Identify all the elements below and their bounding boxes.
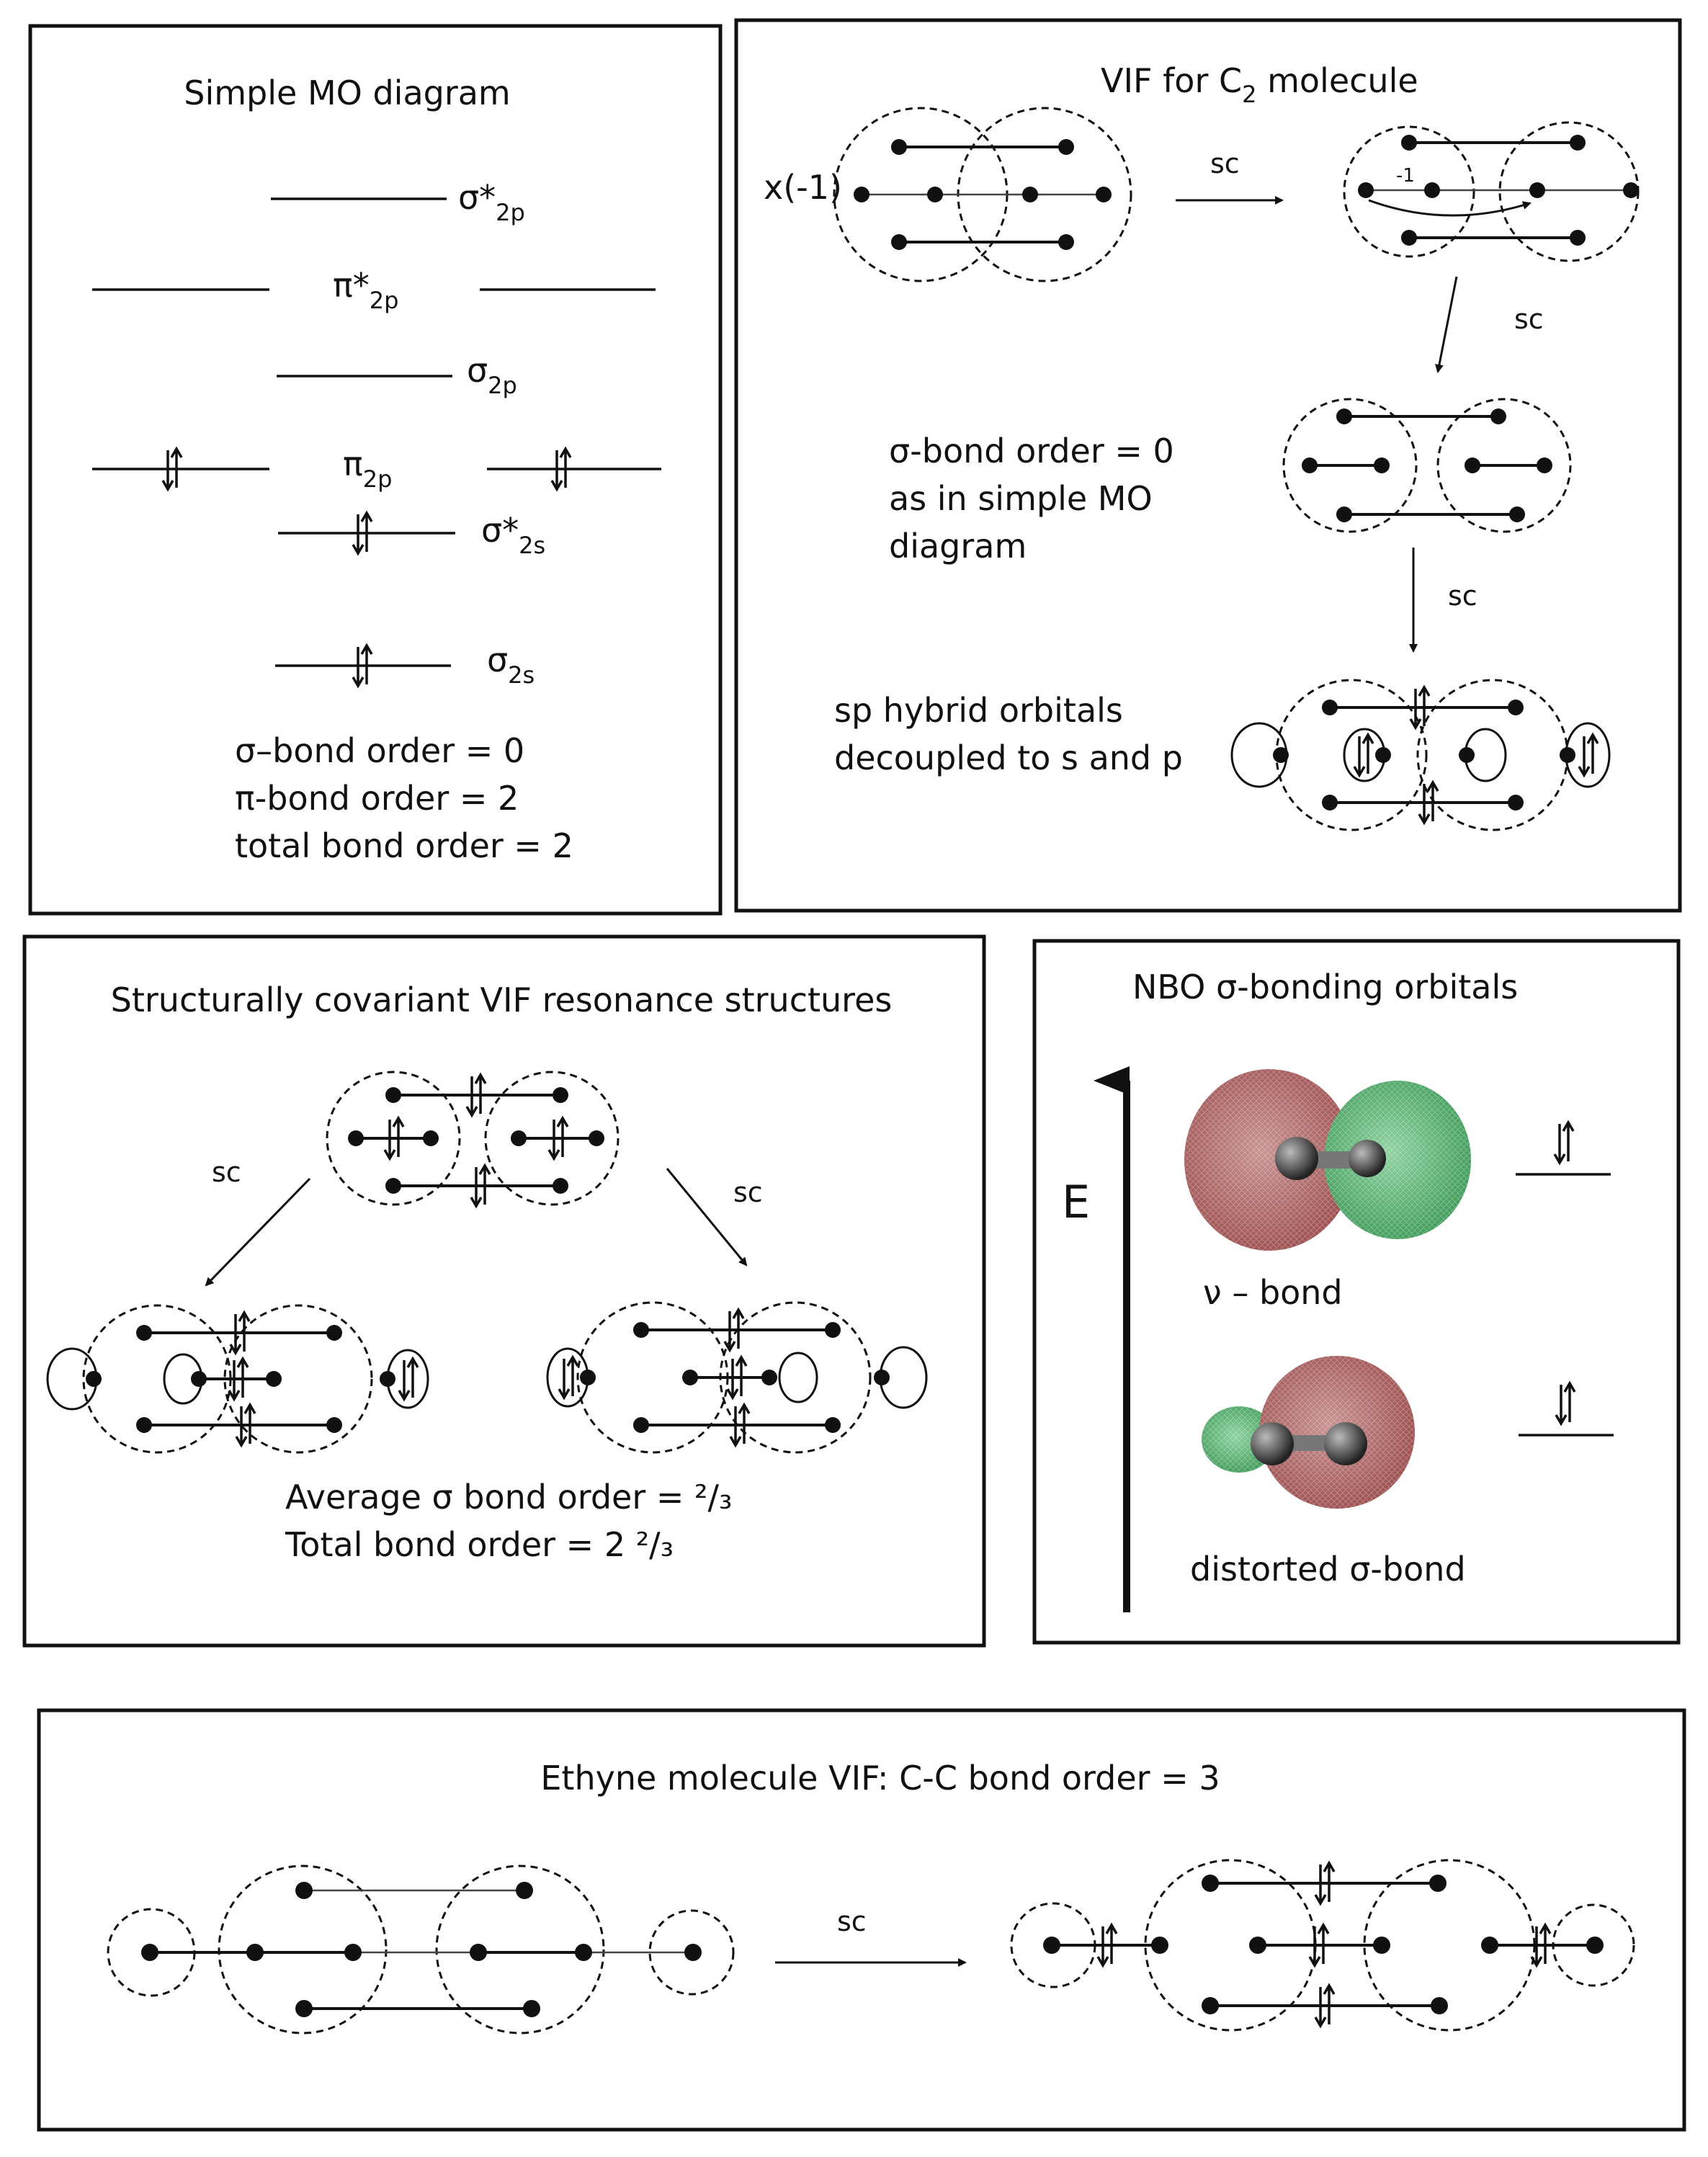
label-sigma-2p: σ2p (467, 351, 517, 399)
panel-resonance: Structurally covariant VIF resonance str… (22, 934, 986, 1648)
label-sigma-2s: σ2s (487, 640, 535, 689)
orbital-nu-bond-image (1184, 1069, 1471, 1251)
resonance-structure-top (326, 1071, 620, 1207)
vif-structure-final (1230, 679, 1611, 831)
panel-title: Structurally covariant VIF resonance str… (111, 981, 893, 1019)
hybrid-note-line2: decoupled to s and p (834, 738, 1183, 777)
ethyne-structure-final (1010, 1859, 1635, 2032)
vif-note-line2: as in simple MO (889, 479, 1153, 518)
step-label: sc (837, 1906, 867, 1937)
panel-border (1032, 939, 1681, 1645)
orbital-distorted-sigma-image (1202, 1356, 1415, 1509)
vif-note-line1: σ-bond order = 0 (889, 432, 1174, 470)
electron-pair-icon (1555, 1382, 1576, 1425)
upper-orbital-label: ν – bond (1203, 1273, 1343, 1312)
average-bond-order: Average σ bond order = ²/₃ (285, 1478, 732, 1517)
arrow-icon (205, 1177, 311, 1287)
minus-one-label: -1 (1396, 165, 1415, 187)
panel-title: VIF for C2 molecule (1101, 61, 1418, 108)
lower-orbital-label: distorted σ-bond (1190, 1550, 1466, 1589)
panel-vif-c2: VIF for C2 molecule x(-1) sc (734, 18, 1682, 913)
step-label: sc (212, 1156, 241, 1188)
panel-border (734, 18, 1682, 913)
vif-structure-step3 (1282, 398, 1572, 533)
total-bond-order: Total bond order = 2 ²/₃ (285, 1525, 674, 1564)
label-sigma-star-2s: σ*2s (481, 511, 545, 559)
ethyne-structure-initial (107, 1865, 735, 2035)
bond-order-sigma: σ–bond order = 0 (235, 731, 524, 770)
panel-title: Simple MO diagram (184, 73, 511, 112)
label-sigma-star-2p: σ*2p (458, 178, 525, 226)
step-label: sc (1514, 303, 1544, 335)
label-pi-star-2p: π*2p (333, 266, 398, 314)
panel-simple-mo: Simple MO diagram σ*2p π*2p σ2p π2p σ*2s… (28, 24, 723, 916)
label-pi-2p: π2p (343, 445, 392, 493)
hybrid-note-line1: sp hybrid orbitals (834, 691, 1123, 730)
bond-order-total: total bond order = 2 (235, 826, 573, 865)
vif-note-line3: diagram (889, 527, 1027, 566)
panel-title: Ethyne molecule VIF: C-C bond order = 3 (540, 1759, 1220, 1798)
step-label: sc (733, 1176, 763, 1208)
vif-structure-step2: -1 (1343, 121, 1640, 262)
arrow-icon (1435, 276, 1458, 373)
panel-ethyne: Ethyne molecule VIF: C-C bond order = 3 … (37, 1708, 1686, 2132)
arrow-icon (666, 1168, 748, 1267)
panel-nbo: NBO σ-bonding orbitals E ν – bond (1032, 939, 1681, 1645)
vif-structure-initial (833, 107, 1132, 282)
resonance-structure-left (46, 1304, 429, 1454)
multiplier-label: x(-1) (764, 168, 842, 207)
panel-border (28, 24, 723, 916)
energy-axis-label: E (1062, 1176, 1090, 1228)
resonance-structure-right (546, 1301, 928, 1454)
electron-pair-icon (1553, 1121, 1575, 1164)
panel-border (22, 934, 986, 1648)
step-label: sc (1448, 580, 1477, 612)
panel-title: NBO σ-bonding orbitals (1132, 968, 1518, 1006)
bond-order-pi: π-bond order = 2 (235, 779, 519, 818)
panel-border (37, 1708, 1686, 2132)
step-label: sc (1210, 148, 1240, 179)
